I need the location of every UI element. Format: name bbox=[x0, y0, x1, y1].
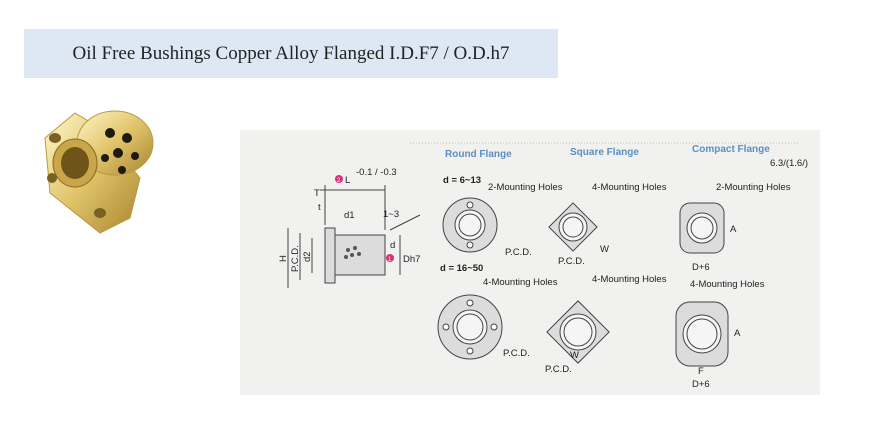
dimension-diagram: Round Flange Square Flange Compact Flang… bbox=[240, 130, 820, 395]
label-a-small: A bbox=[730, 224, 737, 235]
label-pcd-side: P.C.D. bbox=[290, 245, 301, 272]
label-a-large: A bbox=[734, 328, 741, 339]
side-view-drawing bbox=[287, 185, 421, 288]
label-L: L bbox=[345, 175, 350, 186]
label-pcd-round-large: P.C.D. bbox=[503, 348, 530, 359]
label-4-mounting-holes-square: 4-Mounting Holes bbox=[592, 182, 667, 193]
label-d1: d1 bbox=[344, 210, 355, 221]
roughness-symbol: 6.3/(1.6/) bbox=[770, 158, 808, 169]
product-photo-flanged-bushing bbox=[30, 98, 160, 238]
label-d: d bbox=[390, 240, 395, 251]
page-title: Oil Free Bushings Copper Alloy Flanged I… bbox=[24, 29, 558, 78]
label-f: F bbox=[698, 366, 704, 377]
compact-flange-large bbox=[675, 301, 729, 367]
svg-text:1: 1 bbox=[388, 257, 392, 263]
header-compact-flange: Compact Flange bbox=[692, 144, 770, 155]
label-4-mounting-holes-round: 4-Mounting Holes bbox=[483, 277, 558, 288]
label-pcd-square-small: P.C.D. bbox=[558, 256, 585, 267]
label-4-mounting-holes-compact: 4-Mounting Holes bbox=[690, 279, 765, 290]
label-2-mounting-holes-round: 2-Mounting Holes bbox=[488, 182, 563, 193]
label-w-small: W bbox=[600, 244, 609, 255]
label-d6-large: D+6 bbox=[692, 379, 710, 390]
marker-2 bbox=[335, 175, 343, 183]
label-Dh7: Dh7 bbox=[403, 254, 420, 265]
label-gap: 1~3 bbox=[383, 209, 399, 220]
marker-1 bbox=[386, 254, 394, 262]
label-T: T bbox=[314, 188, 320, 199]
label-pcd-square-large: P.C.D. bbox=[545, 364, 572, 375]
square-flange-small bbox=[548, 202, 598, 252]
header-round-flange: Round Flange bbox=[445, 149, 512, 160]
label-t: t bbox=[318, 202, 321, 213]
square-flange-large bbox=[546, 300, 610, 364]
range-small: d = 6~13 bbox=[443, 175, 481, 186]
round-flange-large bbox=[437, 294, 503, 360]
label-2-mounting-holes-compact: 2-Mounting Holes bbox=[716, 182, 791, 193]
label-H: H bbox=[278, 255, 289, 262]
header-square-flange: Square Flange bbox=[570, 147, 639, 158]
label-w-large: W bbox=[570, 350, 579, 361]
label-d6-small: D+6 bbox=[692, 262, 710, 273]
label-pcd-round-small: P.C.D. bbox=[505, 247, 532, 258]
round-flange-small bbox=[442, 197, 498, 253]
label-d2: d2 bbox=[302, 251, 313, 262]
range-large: d = 16~50 bbox=[440, 263, 483, 274]
label-L-tolerance: -0.1 / -0.3 bbox=[356, 167, 397, 178]
svg-text:2: 2 bbox=[337, 178, 341, 184]
label-4-mounting-holes-square-large: 4-Mounting Holes bbox=[592, 274, 667, 285]
compact-flange-small bbox=[679, 202, 725, 254]
